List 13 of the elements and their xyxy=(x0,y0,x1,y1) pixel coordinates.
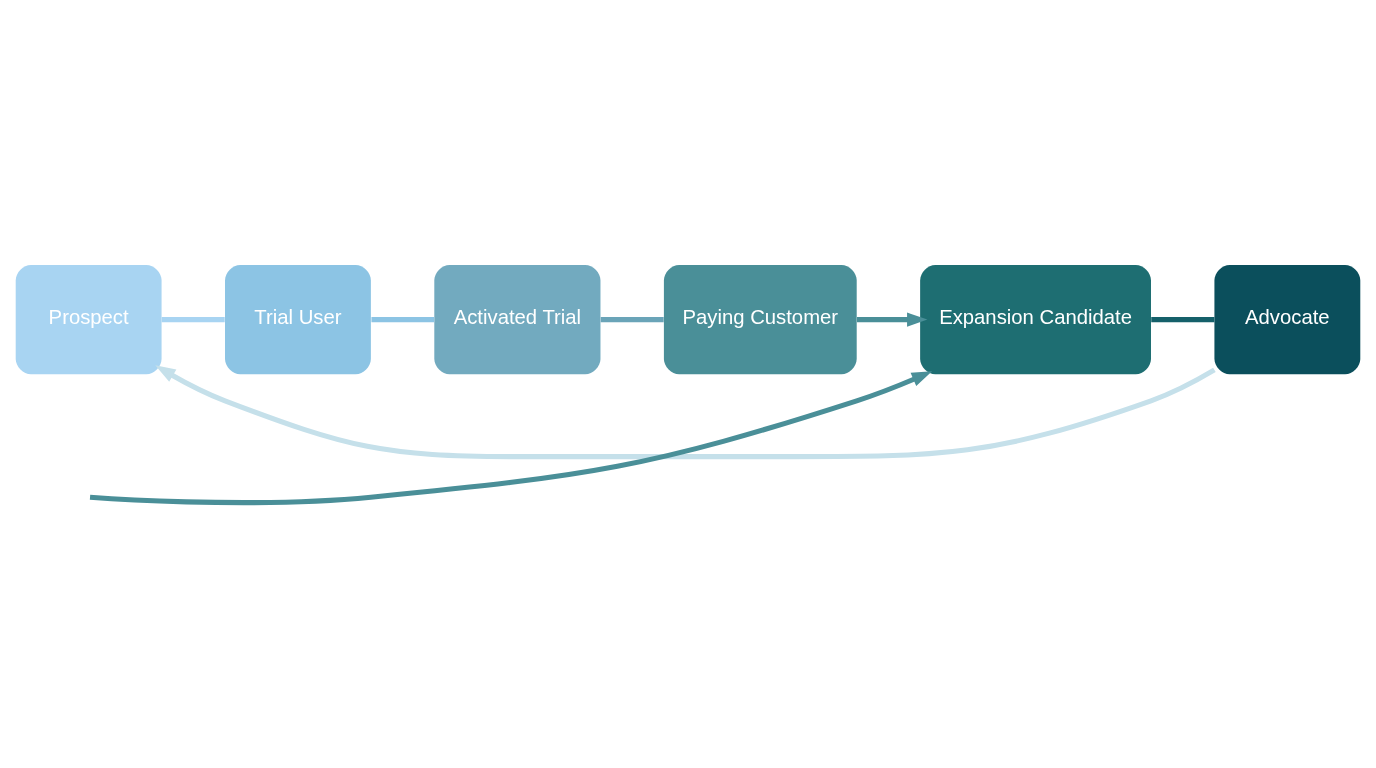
arrow xyxy=(89,371,933,506)
node-box: Expansion Candidate xyxy=(920,265,1151,375)
arrow xyxy=(856,312,928,327)
node-box: Prospect xyxy=(15,265,162,375)
node-box: Paying Customer xyxy=(663,265,857,375)
connector xyxy=(600,317,664,323)
arrow xyxy=(155,365,1216,460)
node-box: Trial User xyxy=(225,265,371,375)
connector xyxy=(1151,317,1215,323)
connector xyxy=(371,317,435,323)
node-box: Activated Trial xyxy=(434,265,601,375)
connector xyxy=(161,317,225,323)
node-box: Advocate xyxy=(1214,265,1361,375)
